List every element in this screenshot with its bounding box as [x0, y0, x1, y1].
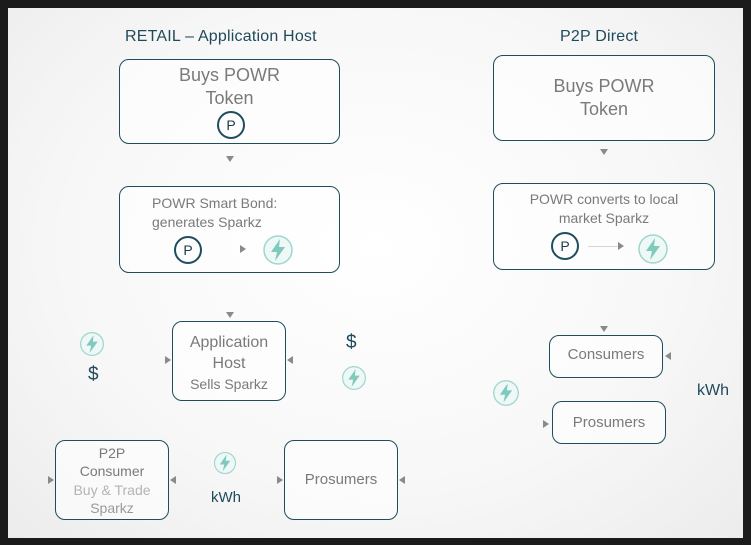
sparkz-lightning-icon — [638, 234, 668, 264]
powr-coin-icon: P — [551, 232, 579, 260]
connector-line — [588, 246, 618, 247]
host-line3: Sells Sparkz — [190, 376, 268, 392]
smart-bond-box: POWR Smart Bond: generates Sparkz P — [119, 186, 340, 273]
powr-converts-box: POWR converts to local market Sparkz P — [493, 183, 715, 270]
arrow-left-icon — [170, 476, 176, 484]
host-line2: Host — [212, 355, 246, 372]
converts-line1: POWR converts to local — [529, 191, 679, 207]
powr-coin-icon: P — [217, 111, 245, 139]
retail-buys-line2: Token — [205, 88, 254, 108]
arrow-right-icon — [48, 476, 54, 484]
retail-heading: RETAIL – Application Host — [125, 28, 317, 45]
diagram-canvas: RETAIL – Application Host Buys POWR Toke… — [8, 8, 743, 538]
consumer-line1: P2P — [98, 445, 126, 461]
smart-bond-line1: POWR Smart Bond: — [152, 195, 278, 211]
converts-line2: market Sparkz — [558, 210, 650, 226]
powr-coin-icon: P — [174, 236, 202, 264]
application-host-box: Application Host Sells Sparkz — [172, 321, 286, 401]
arrow-right-icon — [543, 420, 549, 428]
p2p-consumer-box: P2P Consumer Buy & Trade Sparkz — [55, 440, 169, 520]
smart-bond-line2: generates Sparkz — [152, 214, 262, 230]
p2p-heading: P2P Direct — [560, 28, 639, 45]
arrow-down-icon — [226, 312, 234, 318]
consumers-box: Consumers — [549, 335, 663, 378]
kwh-label: kWh — [211, 489, 241, 506]
retail-buys-line1: Buys POWR — [178, 65, 280, 85]
retail-prosumers-box: Prosumers — [284, 440, 398, 520]
arrow-down-icon — [226, 156, 234, 162]
consumer-line2: Consumer — [79, 463, 145, 479]
sparkz-lightning-icon — [342, 366, 366, 390]
p2p-buys-line2: Token — [579, 99, 629, 119]
p2p-buys-powr-box: Buys POWR Token — [493, 55, 715, 141]
retail-buys-powr-box: Buys POWR Token P — [119, 59, 340, 144]
arrow-down-icon — [600, 326, 608, 332]
arrow-left-icon — [287, 356, 293, 364]
kwh-label: kWh — [697, 382, 729, 399]
arrow-left-icon — [665, 352, 671, 360]
sparkz-lightning-icon — [263, 235, 293, 265]
retail-prosumers-label: Prosumers — [304, 471, 378, 488]
sparkz-lightning-icon — [213, 451, 237, 475]
arrow-left-icon — [399, 476, 405, 484]
p2p-prosumers-box: Prosumers — [552, 401, 666, 444]
p2p-prosumers-label: Prosumers — [572, 414, 646, 431]
sparkz-lightning-icon — [80, 332, 104, 356]
sparkz-lightning-icon — [493, 380, 519, 406]
host-line1: Application — [189, 334, 269, 351]
arrow-right-icon — [240, 245, 246, 253]
arrow-right-icon — [618, 242, 624, 250]
arrow-right-icon — [165, 356, 171, 364]
consumer-line4: Sparkz — [90, 500, 134, 516]
consumers-label: Consumers — [567, 346, 645, 363]
dollar-label: $ — [88, 364, 99, 385]
consumer-line3: Buy & Trade — [73, 482, 151, 498]
arrow-right-icon — [277, 476, 283, 484]
dollar-label: $ — [346, 332, 357, 353]
p2p-buys-line1: Buys POWR — [553, 76, 655, 96]
arrow-down-icon — [600, 149, 608, 155]
